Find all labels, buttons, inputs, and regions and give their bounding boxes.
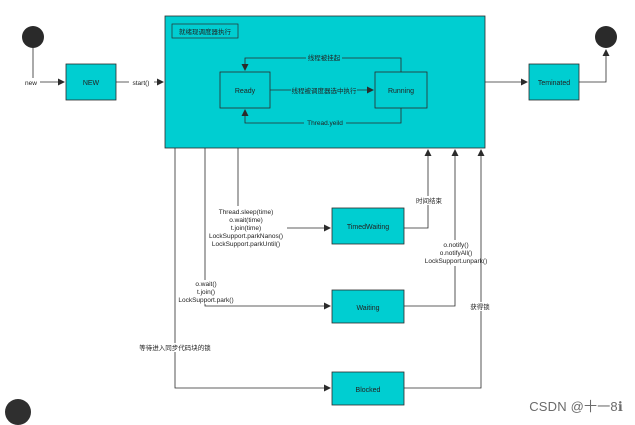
edge-acquire-lock-label: 获得锁 — [470, 302, 490, 311]
edge-notify — [404, 149, 459, 307]
wait-call: o.wait() — [195, 281, 216, 288]
running-label: Running — [388, 88, 414, 95]
timed-wait-call: LockSupport.parkNanos() — [209, 233, 283, 240]
end-dot — [595, 26, 617, 48]
new-state: NEW — [65, 63, 117, 101]
timed-wait-calls: Thread.sleep(time) o.wait(time) t.join(t… — [205, 206, 287, 248]
edge-to-blocked — [174, 148, 331, 392]
edge-terminated-end — [579, 49, 610, 83]
terminated-state: Teminated — [528, 63, 580, 101]
notify-call: o.notify() — [443, 242, 468, 249]
timed-waiting-label: TimedWaiting — [347, 224, 389, 231]
notify-call: LockSupport.unpark() — [425, 258, 488, 265]
edge-yield-label: Thread.yeild — [307, 120, 343, 127]
waiting-label: Waiting — [356, 305, 379, 312]
start-dot — [22, 26, 44, 48]
main-box-title-frame — [171, 23, 239, 39]
edge-suspend-label: 线程被挂起 — [308, 53, 341, 62]
blocked-state: Blocked — [331, 371, 405, 406]
edge-wait-sync-label: 等待进入同步代码块的锁 — [139, 343, 211, 352]
timed-wait-call: t.join(time) — [231, 225, 261, 232]
watermark: CSDN @十一8ℹ︎ — [529, 399, 623, 414]
running-state: Running — [374, 71, 428, 109]
wait-call: LockSupport.park() — [178, 297, 233, 304]
main-box-title: 就绪现调度器执行 — [179, 27, 232, 36]
edge-start-new — [32, 48, 65, 86]
edge-new-label: new — [25, 80, 37, 87]
notify-call: o.notifyAll() — [440, 250, 473, 257]
ready-state: Ready — [219, 71, 271, 109]
timed-waiting-state: TimedWaiting — [331, 207, 405, 245]
terminated-label: Teminated — [538, 80, 570, 87]
corner-avatar-fragment — [5, 399, 31, 425]
edge-start-label: start() — [133, 80, 150, 87]
edge-time-over-label: 时间结束 — [416, 196, 443, 205]
edge-time-over — [404, 149, 432, 229]
wait-call: t.join() — [197, 289, 215, 296]
blocked-label: Blocked — [356, 387, 381, 394]
timed-wait-call: LockSupport.parkUntil() — [212, 241, 280, 248]
timed-wait-call: Thread.sleep(time) — [219, 209, 274, 216]
wait-calls: o.wait() t.join() LockSupport.park() — [176, 280, 238, 304]
notify-calls: o.notify() o.notifyAll() LockSupport.unp… — [420, 240, 492, 266]
edge-dispatch-label: 线程被调度器选中执行 — [292, 86, 358, 95]
timed-wait-call: o.wait(time) — [229, 217, 263, 224]
new-label: NEW — [83, 80, 100, 87]
edge-to-waiting — [204, 148, 331, 310]
waiting-state: Waiting — [331, 289, 405, 324]
ready-label: Ready — [235, 88, 256, 95]
edge-acquire-lock — [404, 149, 485, 389]
